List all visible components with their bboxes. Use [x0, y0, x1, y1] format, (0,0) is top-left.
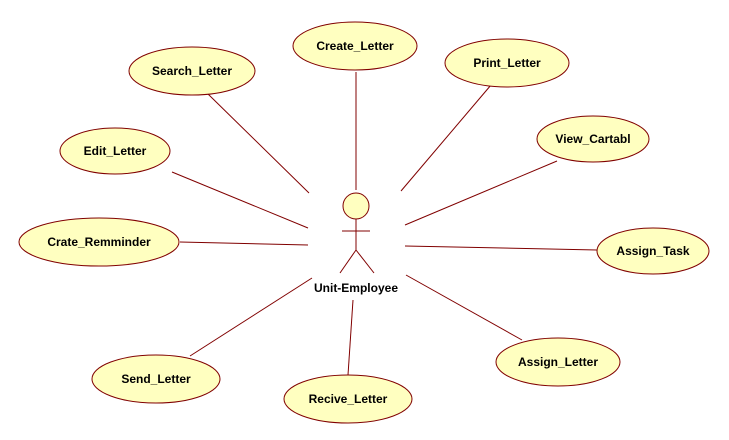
usecase-send-letter[interactable]: Send_Letter — [91, 354, 221, 404]
association-search-letter — [207, 93, 310, 194]
association-send-letter — [189, 277, 313, 357]
usecase-label: Search_Letter — [152, 64, 232, 78]
usecase-ellipse — [18, 217, 180, 267]
usecase-label: Edit_Letter — [84, 144, 147, 158]
use-cases: Create_LetterPrint_LetterSearch_LetterEd… — [18, 21, 710, 424]
actor-head — [342, 192, 370, 220]
association-assign-task — [404, 245, 598, 251]
actor-unit-employee[interactable]: Unit-Employee — [314, 192, 398, 295]
usecase-print-letter[interactable]: Print_Letter — [444, 38, 570, 88]
usecase-ellipse — [59, 127, 171, 175]
usecase-label: Send_Letter — [121, 372, 191, 386]
association-edit-letter — [171, 171, 309, 229]
usecase-create-letter[interactable]: Create_Letter — [292, 21, 418, 71]
association-recive-letter — [347, 299, 354, 376]
association-assign-letter — [405, 274, 523, 341]
usecase-label: View_Cartabl — [555, 132, 630, 146]
usecase-label: Recive_Letter — [309, 392, 388, 406]
usecase-label: Create_Letter — [316, 39, 394, 53]
actor-leg-right — [355, 249, 375, 274]
usecase-ellipse — [128, 46, 256, 96]
association-view-cartabl — [404, 160, 558, 226]
usecase-ellipse — [292, 21, 418, 71]
usecase-ellipse — [495, 337, 621, 387]
usecase-label: Crate_Remminder — [47, 235, 151, 249]
actor-leg-left — [339, 249, 357, 274]
usecase-ellipse — [596, 227, 710, 275]
association-crate-remminder — [179, 241, 309, 246]
usecase-ellipse — [283, 374, 413, 424]
usecase-ellipse — [536, 115, 650, 163]
usecase-crate-remminder[interactable]: Crate_Remminder — [18, 217, 180, 267]
usecase-label: Assign_Letter — [518, 355, 598, 369]
usecase-recive-letter[interactable]: Recive_Letter — [283, 374, 413, 424]
usecase-label: Print_Letter — [473, 56, 541, 70]
usecase-assign-letter[interactable]: Assign_Letter — [495, 337, 621, 387]
associations — [171, 72, 598, 376]
usecase-edit-letter[interactable]: Edit_Letter — [59, 127, 171, 175]
actor-label: Unit-Employee — [314, 281, 398, 295]
usecase-search-letter[interactable]: Search_Letter — [128, 46, 256, 96]
association-print-letter — [400, 84, 492, 192]
usecase-view-cartabl[interactable]: View_Cartabl — [536, 115, 650, 163]
usecase-ellipse — [444, 38, 570, 88]
usecase-label: Assign_Task — [616, 244, 689, 258]
usecase-assign-task[interactable]: Assign_Task — [596, 227, 710, 275]
usecase-ellipse — [91, 354, 221, 404]
